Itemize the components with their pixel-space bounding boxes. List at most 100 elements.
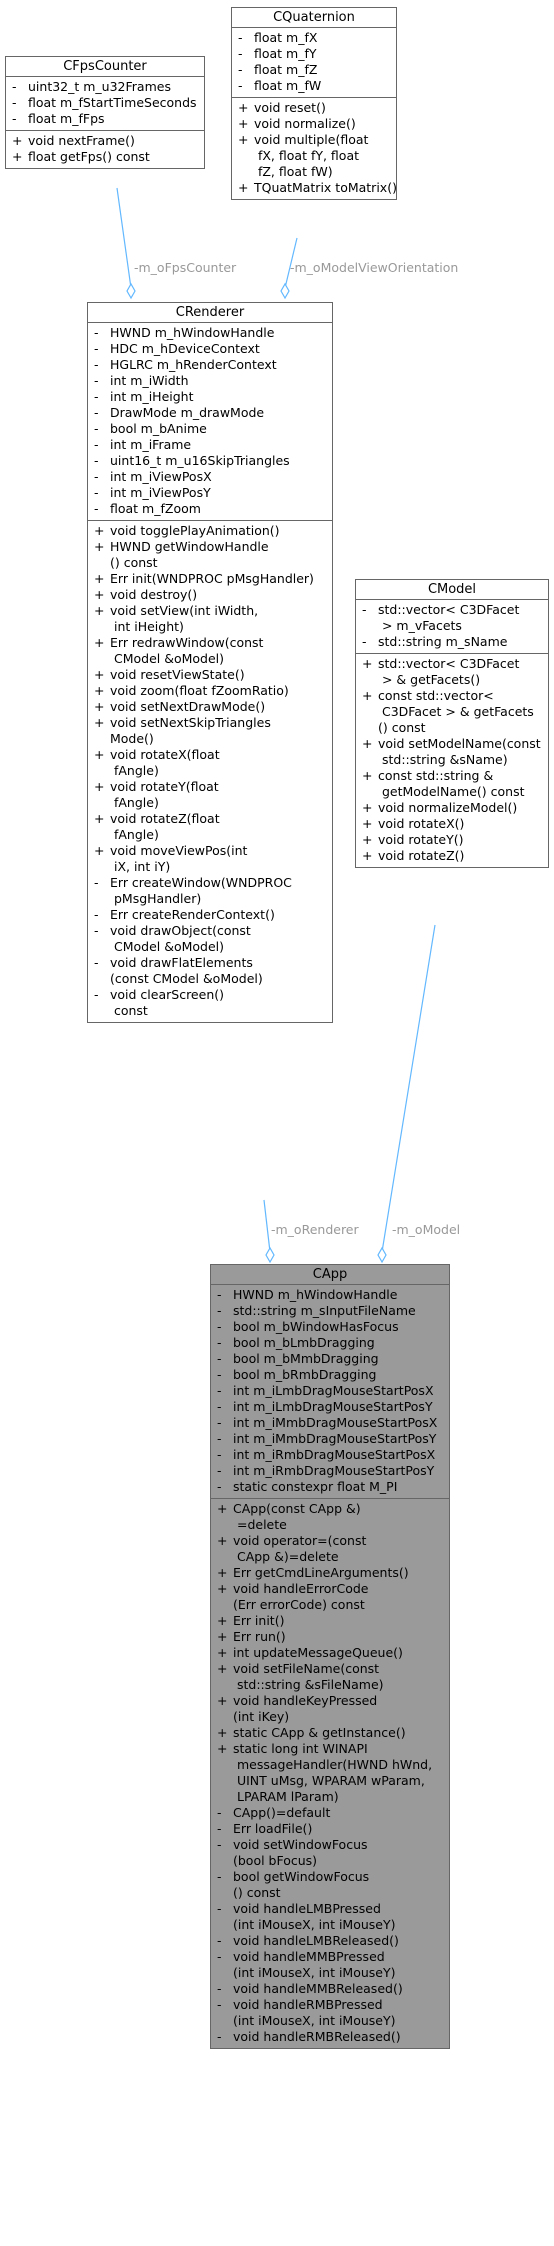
method-signature: void drawFlatElements (const CModel &oMo… bbox=[110, 955, 263, 986]
attribute-signature: int m_iRmbDragMouseStartPosX bbox=[233, 1447, 436, 1462]
visibility-marker: - bbox=[217, 1901, 222, 1916]
visibility-marker: + bbox=[238, 100, 249, 115]
visibility-marker: + bbox=[362, 816, 373, 831]
attribute-signature: float m_fY bbox=[254, 46, 317, 61]
visibility-marker: + bbox=[94, 667, 105, 682]
visibility-marker: - bbox=[217, 1821, 222, 1836]
method-signature: void zoom(float fZoomRatio) bbox=[110, 683, 289, 698]
attribute-signature: std::vector< C3DFacet > m_vFacets bbox=[378, 602, 520, 633]
method-signature: CApp(const CApp &) =delete bbox=[233, 1501, 361, 1532]
visibility-marker: + bbox=[217, 1533, 228, 1548]
method-row: +void rotateZ() bbox=[356, 848, 548, 864]
attribute-signature: int m_iViewPosY bbox=[110, 485, 211, 500]
attribute-row: -int m_iHeight bbox=[88, 389, 332, 405]
edge-renderer-to-app bbox=[263, 1199, 271, 1253]
visibility-marker: + bbox=[94, 715, 105, 730]
attribute-row: -int m_iViewPosX bbox=[88, 469, 332, 485]
visibility-marker: + bbox=[94, 779, 105, 794]
attribute-signature: int m_iHeight bbox=[110, 389, 194, 404]
attributes-section: -HWND m_hWindowHandle-std::string m_sInp… bbox=[211, 1285, 449, 1498]
attribute-row: -int m_iRmbDragMouseStartPosX bbox=[211, 1447, 449, 1463]
method-row: +void handleKeyPressed (int iKey) bbox=[211, 1693, 449, 1725]
class-box-cquaternion[interactable]: CQuaternion -float m_fX-float m_fY-float… bbox=[231, 7, 397, 200]
visibility-marker: - bbox=[94, 453, 99, 468]
class-name: CFpsCounter bbox=[6, 57, 204, 77]
visibility-marker: - bbox=[94, 357, 99, 372]
visibility-marker: - bbox=[94, 325, 99, 340]
method-signature: void drawObject(const CModel &oModel) bbox=[110, 923, 251, 954]
method-signature: void resetViewState() bbox=[110, 667, 245, 682]
method-row: +void multiple(float fX, float fY, float… bbox=[232, 132, 396, 180]
attribute-row: -int m_iViewPosY bbox=[88, 485, 332, 501]
method-row: -void handleLMBPressed (int iMouseX, int… bbox=[211, 1901, 449, 1933]
class-box-crenderer[interactable]: CRenderer -HWND m_hWindowHandle-HDC m_hD… bbox=[87, 302, 333, 1023]
method-row: +void nextFrame() bbox=[6, 133, 204, 149]
method-signature: bool getWindowFocus () const bbox=[233, 1869, 370, 1900]
attribute-row: -float m_fX bbox=[232, 30, 396, 46]
visibility-marker: + bbox=[217, 1565, 228, 1580]
method-row: +void setNextSkipTriangles Mode() bbox=[88, 715, 332, 747]
method-row: +void normalizeModel() bbox=[356, 800, 548, 816]
method-signature: void destroy() bbox=[110, 587, 198, 602]
attributes-section: -uint32_t m_u32Frames-float m_fStartTime… bbox=[6, 77, 204, 130]
attribute-signature: bool m_bWindowHasFocus bbox=[233, 1319, 399, 1334]
method-row: +void setNextDrawMode() bbox=[88, 699, 332, 715]
attribute-row: -HWND m_hWindowHandle bbox=[211, 1287, 449, 1303]
visibility-marker: + bbox=[217, 1613, 228, 1628]
visibility-marker: + bbox=[362, 800, 373, 815]
attribute-row: -float m_fStartTimeSeconds bbox=[6, 95, 204, 111]
method-row: -void handleMMBReleased() bbox=[211, 1981, 449, 1997]
method-row: +std::vector< C3DFacet > & getFacets() bbox=[356, 656, 548, 688]
method-row: +Err getCmdLineArguments() bbox=[211, 1565, 449, 1581]
visibility-marker: - bbox=[94, 389, 99, 404]
class-box-cfpscounter[interactable]: CFpsCounter -uint32_t m_u32Frames-float … bbox=[5, 56, 205, 169]
method-row: +Err run() bbox=[211, 1629, 449, 1645]
method-row: +static CApp & getInstance() bbox=[211, 1725, 449, 1741]
method-signature: int updateMessageQueue() bbox=[233, 1645, 403, 1660]
edge-quat-to-renderer bbox=[284, 237, 298, 289]
method-signature: TQuatMatrix toMatrix() bbox=[254, 180, 397, 195]
visibility-marker: + bbox=[362, 656, 373, 671]
visibility-marker: - bbox=[94, 341, 99, 356]
method-signature: void clearScreen() const bbox=[110, 987, 224, 1018]
method-row: +HWND getWindowHandle () const bbox=[88, 539, 332, 571]
method-row: +float getFps() const bbox=[6, 149, 204, 165]
method-signature: Err loadFile() bbox=[233, 1821, 313, 1836]
visibility-marker: + bbox=[94, 747, 105, 762]
class-box-capp[interactable]: CApp -HWND m_hWindowHandle-std::string m… bbox=[210, 1264, 450, 2049]
method-signature: void reset() bbox=[254, 100, 326, 115]
method-signature: const std::vector< C3DFacet > & getFacet… bbox=[378, 688, 534, 735]
visibility-marker: + bbox=[94, 683, 105, 698]
class-box-cmodel[interactable]: CModel -std::vector< C3DFacet > m_vFacet… bbox=[355, 579, 549, 868]
edge-fps-to-renderer bbox=[116, 187, 132, 289]
method-signature: void rotateY() bbox=[378, 832, 464, 847]
method-signature: void handleErrorCode (Err errorCode) con… bbox=[233, 1581, 369, 1612]
visibility-marker: + bbox=[217, 1661, 228, 1676]
attribute-row: -HDC m_hDeviceContext bbox=[88, 341, 332, 357]
attribute-row: -std::string m_sName bbox=[356, 634, 548, 650]
attribute-row: -float m_fZoom bbox=[88, 501, 332, 517]
method-row: -void handleRMBPressed (int iMouseX, int… bbox=[211, 1997, 449, 2029]
method-row: -void setWindowFocus (bool bFocus) bbox=[211, 1837, 449, 1869]
edge-label-model: -m_oModel bbox=[392, 1222, 461, 1237]
method-signature: void rotateX(float fAngle) bbox=[110, 747, 220, 778]
methods-section: +CApp(const CApp &) =delete+void operato… bbox=[211, 1498, 449, 2048]
visibility-marker: + bbox=[94, 843, 105, 858]
method-row: -Err loadFile() bbox=[211, 1821, 449, 1837]
method-row: +const std::vector< C3DFacet > & getFace… bbox=[356, 688, 548, 736]
class-name: CModel bbox=[356, 580, 548, 600]
method-signature: void handleMMBReleased() bbox=[233, 1981, 403, 1996]
edge-label-fps-counter: -m_oFpsCounter bbox=[134, 260, 237, 275]
attribute-row: -uint32_t m_u32Frames bbox=[6, 79, 204, 95]
visibility-marker: + bbox=[217, 1693, 228, 1708]
attribute-row: -int m_iFrame bbox=[88, 437, 332, 453]
method-signature: void setFileName(const std::string &sFil… bbox=[233, 1661, 384, 1692]
method-row: +void normalize() bbox=[232, 116, 396, 132]
edge-model-to-app bbox=[381, 924, 436, 1253]
method-row: +void rotateZ(float fAngle) bbox=[88, 811, 332, 843]
attribute-row: -float m_fZ bbox=[232, 62, 396, 78]
method-signature: Err init(WNDPROC pMsgHandler) bbox=[110, 571, 314, 586]
visibility-marker: - bbox=[217, 1335, 222, 1350]
attribute-signature: HWND m_hWindowHandle bbox=[233, 1287, 398, 1302]
attributes-section: -std::vector< C3DFacet > m_vFacets-std::… bbox=[356, 600, 548, 653]
